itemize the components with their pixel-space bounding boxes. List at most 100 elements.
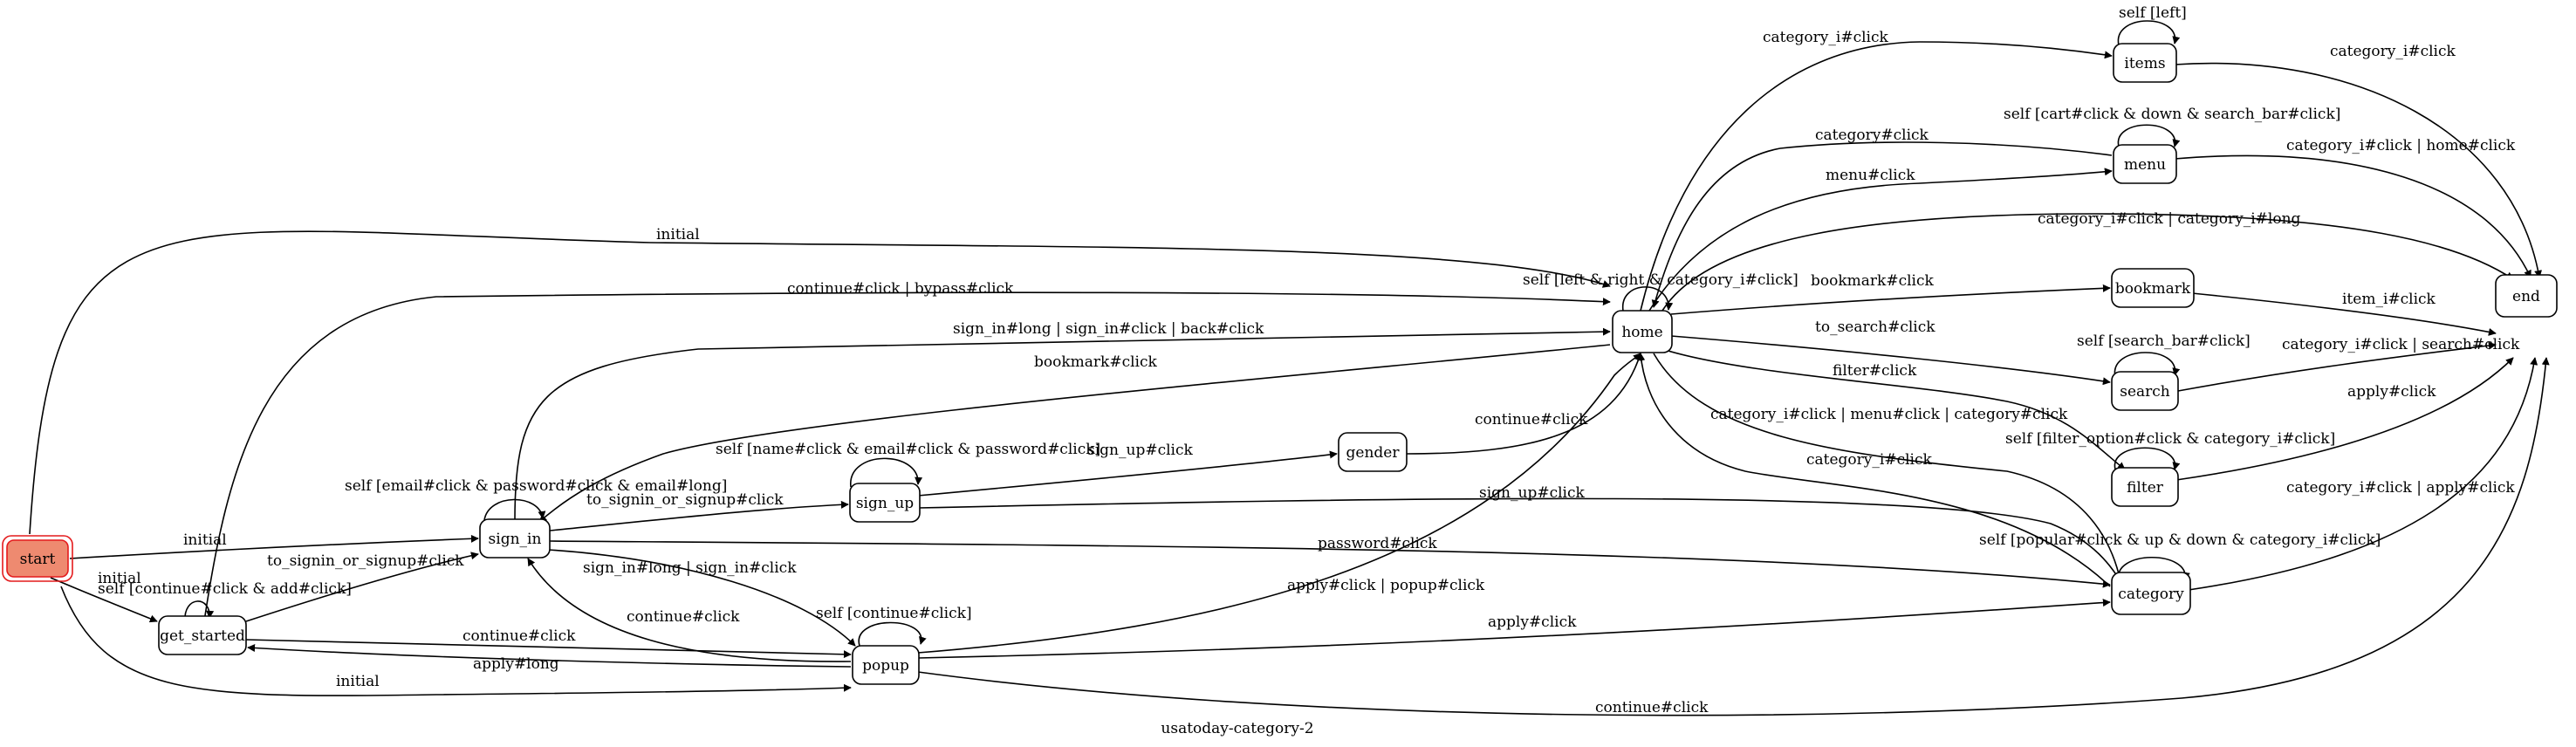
edge-label: item_i#click <box>2342 291 2436 308</box>
node-label: sign_up <box>856 495 914 512</box>
edge-label: self [filter_option#click & category_i#c… <box>2005 430 2335 448</box>
node-search[interactable]: search <box>2111 371 2179 411</box>
edge-category-home: category_i#click <box>1637 353 2111 587</box>
edge-start-getstarted: initial <box>50 570 158 623</box>
edge-start-home: initial <box>29 226 1611 535</box>
edge-label: initial <box>656 226 700 243</box>
edge-start-popup: initial <box>60 586 852 696</box>
node-bookmark[interactable]: bookmark <box>2111 268 2195 308</box>
node-category[interactable]: category <box>2111 572 2191 615</box>
edge-label: category_i#click | apply#click <box>2286 479 2515 497</box>
edge-home-end: category_i#click | category_i#long <box>1661 210 2514 312</box>
edge-items-end: category_i#click <box>2174 43 2542 278</box>
edge-label: self [continue#click & add#click] <box>98 580 352 598</box>
edge-label: category_i#click <box>1763 29 1888 46</box>
edge-home-self: self [left & right & category_i#click] <box>1523 271 1798 312</box>
edge-label: self [continue#click] <box>816 605 972 622</box>
edge-getstarted-signin: to_signin_or_signup#click <box>245 552 479 622</box>
node-get_started[interactable]: get_started <box>158 615 247 655</box>
diagram-caption: usatoday-category-2 <box>1161 720 1313 737</box>
edge-label: initial <box>336 673 380 690</box>
edge-label: sign_in#long | sign_in#click <box>583 559 797 577</box>
edge-getstarted-home: continue#click | bypass#click <box>203 280 1611 622</box>
edge-items-self: self [left] <box>2117 4 2187 46</box>
edge-home-signin: bookmark#click <box>538 344 1611 523</box>
edge-label: category_i#click <box>2330 43 2456 60</box>
edge-popup-getstarted: apply#long <box>247 643 852 673</box>
edge-label: apply#click | popup#click <box>1287 577 1485 594</box>
edge-popup-self: self [continue#click] <box>816 605 972 647</box>
node-label: items <box>2124 55 2165 72</box>
node-label: sign_in <box>489 531 542 548</box>
edge-filter-self: self [filter_option#click & category_i#c… <box>2005 430 2335 470</box>
edge-label: self [cart#click & down & search_bar#cli… <box>2004 106 2340 123</box>
edge-label: continue#click <box>462 627 576 645</box>
edge-label: self [left] <box>2119 4 2187 22</box>
edge-label: category#click <box>1815 127 1929 144</box>
edge-signin-home: sign_in#long | sign_in#click | back#clic… <box>514 320 1611 521</box>
edge-label: continue#click <box>1475 411 1588 428</box>
node-label: popup <box>862 657 909 675</box>
edge-home-menu: menu#click <box>1648 167 2113 312</box>
edge-label: continue#click <box>627 608 740 626</box>
edge-label: self [left & right & category_i#click] <box>1523 271 1798 289</box>
nodes: start get_started sign_in sign_up gender… <box>2 43 2558 685</box>
edge-getstarted-self: self [continue#click & add#click] <box>98 580 352 622</box>
node-sign_up[interactable]: sign_up <box>849 483 921 523</box>
edge-label: self [email#click & password#click & ema… <box>345 477 727 495</box>
edge-label: apply#long <box>473 655 559 673</box>
edge-signup-gender: sign_up#click <box>917 442 1338 497</box>
node-label: filter <box>2127 479 2164 497</box>
edge-label: to_signin_or_signup#click <box>586 491 784 509</box>
edge-label: bookmark#click <box>1034 353 1157 371</box>
edge-label: category_i#click | category_i#long <box>2038 210 2301 228</box>
edge-label: initial <box>98 570 141 587</box>
edge-popup-category: apply#click <box>917 599 2111 659</box>
edge-label: initial <box>183 531 227 549</box>
node-items[interactable]: items <box>2113 43 2177 83</box>
edge-gender-home: continue#click <box>1406 353 1642 455</box>
node-popup[interactable]: popup <box>852 645 920 685</box>
edge-home-category: category_i#click | menu#click | category… <box>1653 353 2123 582</box>
edge-popup-end: continue#click <box>917 357 2550 716</box>
edge-label: to_signin_or_signup#click <box>267 552 464 570</box>
node-label: start <box>20 551 56 568</box>
edge-home-search: to_search#click <box>1670 319 2111 386</box>
edge-signin-popup: sign_in#long | sign_in#click <box>547 549 856 647</box>
edge-start-signin: initial <box>69 531 479 559</box>
edge-popup-home: apply#click | popup#click <box>917 353 1641 654</box>
edge-signin-self: self [email#click & password#click & ema… <box>345 477 727 521</box>
node-sign_in[interactable]: sign_in <box>479 518 551 559</box>
edge-menu-end: category_i#click | home#click <box>2174 137 2531 278</box>
node-filter[interactable]: filter <box>2111 467 2179 507</box>
node-end[interactable]: end <box>2495 274 2558 318</box>
edge-label: filter#click <box>1833 362 1917 380</box>
edge-signin-category: password#click <box>549 535 2111 588</box>
edge-menu-self: self [cart#click & down & search_bar#cli… <box>2004 106 2340 147</box>
edges: initial initial initial initial self [co… <box>29 4 2550 716</box>
edge-signin-signup: to_signin_or_signup#click <box>549 491 849 531</box>
node-label: end <box>2512 288 2540 305</box>
edge-label: menu#click <box>1826 167 1915 184</box>
edge-label: sign_in#long | sign_in#click | back#clic… <box>953 320 1264 338</box>
node-label: home <box>1621 324 1662 341</box>
node-label: category <box>2118 586 2184 603</box>
edge-category-self: self [popular#click & up & down & catego… <box>1979 531 2381 582</box>
node-start[interactable]: start <box>2 535 73 582</box>
node-label: gender <box>1346 444 1401 462</box>
node-home[interactable]: home <box>1612 310 1673 353</box>
edge-label: category_i#click | search#click <box>2282 336 2520 353</box>
node-label: menu <box>2124 156 2166 174</box>
edge-label: password#click <box>1318 535 1437 552</box>
node-menu[interactable]: menu <box>2113 144 2177 184</box>
node-gender[interactable]: gender <box>1338 432 1408 472</box>
edge-signup-self: self [name#click & email#click & passwor… <box>716 441 1100 488</box>
edge-label: self [search_bar#click] <box>2077 332 2251 350</box>
edge-search-end: category_i#click | search#click <box>2177 336 2520 392</box>
edge-label: category_i#click | menu#click | category… <box>1710 406 2068 423</box>
edge-label: continue#click | bypass#click <box>787 280 1014 298</box>
edge-filter-end: apply#click <box>2175 357 2514 481</box>
edge-home-bookmark: bookmark#click <box>1670 272 2111 315</box>
edge-popup-signin: continue#click <box>527 558 852 662</box>
